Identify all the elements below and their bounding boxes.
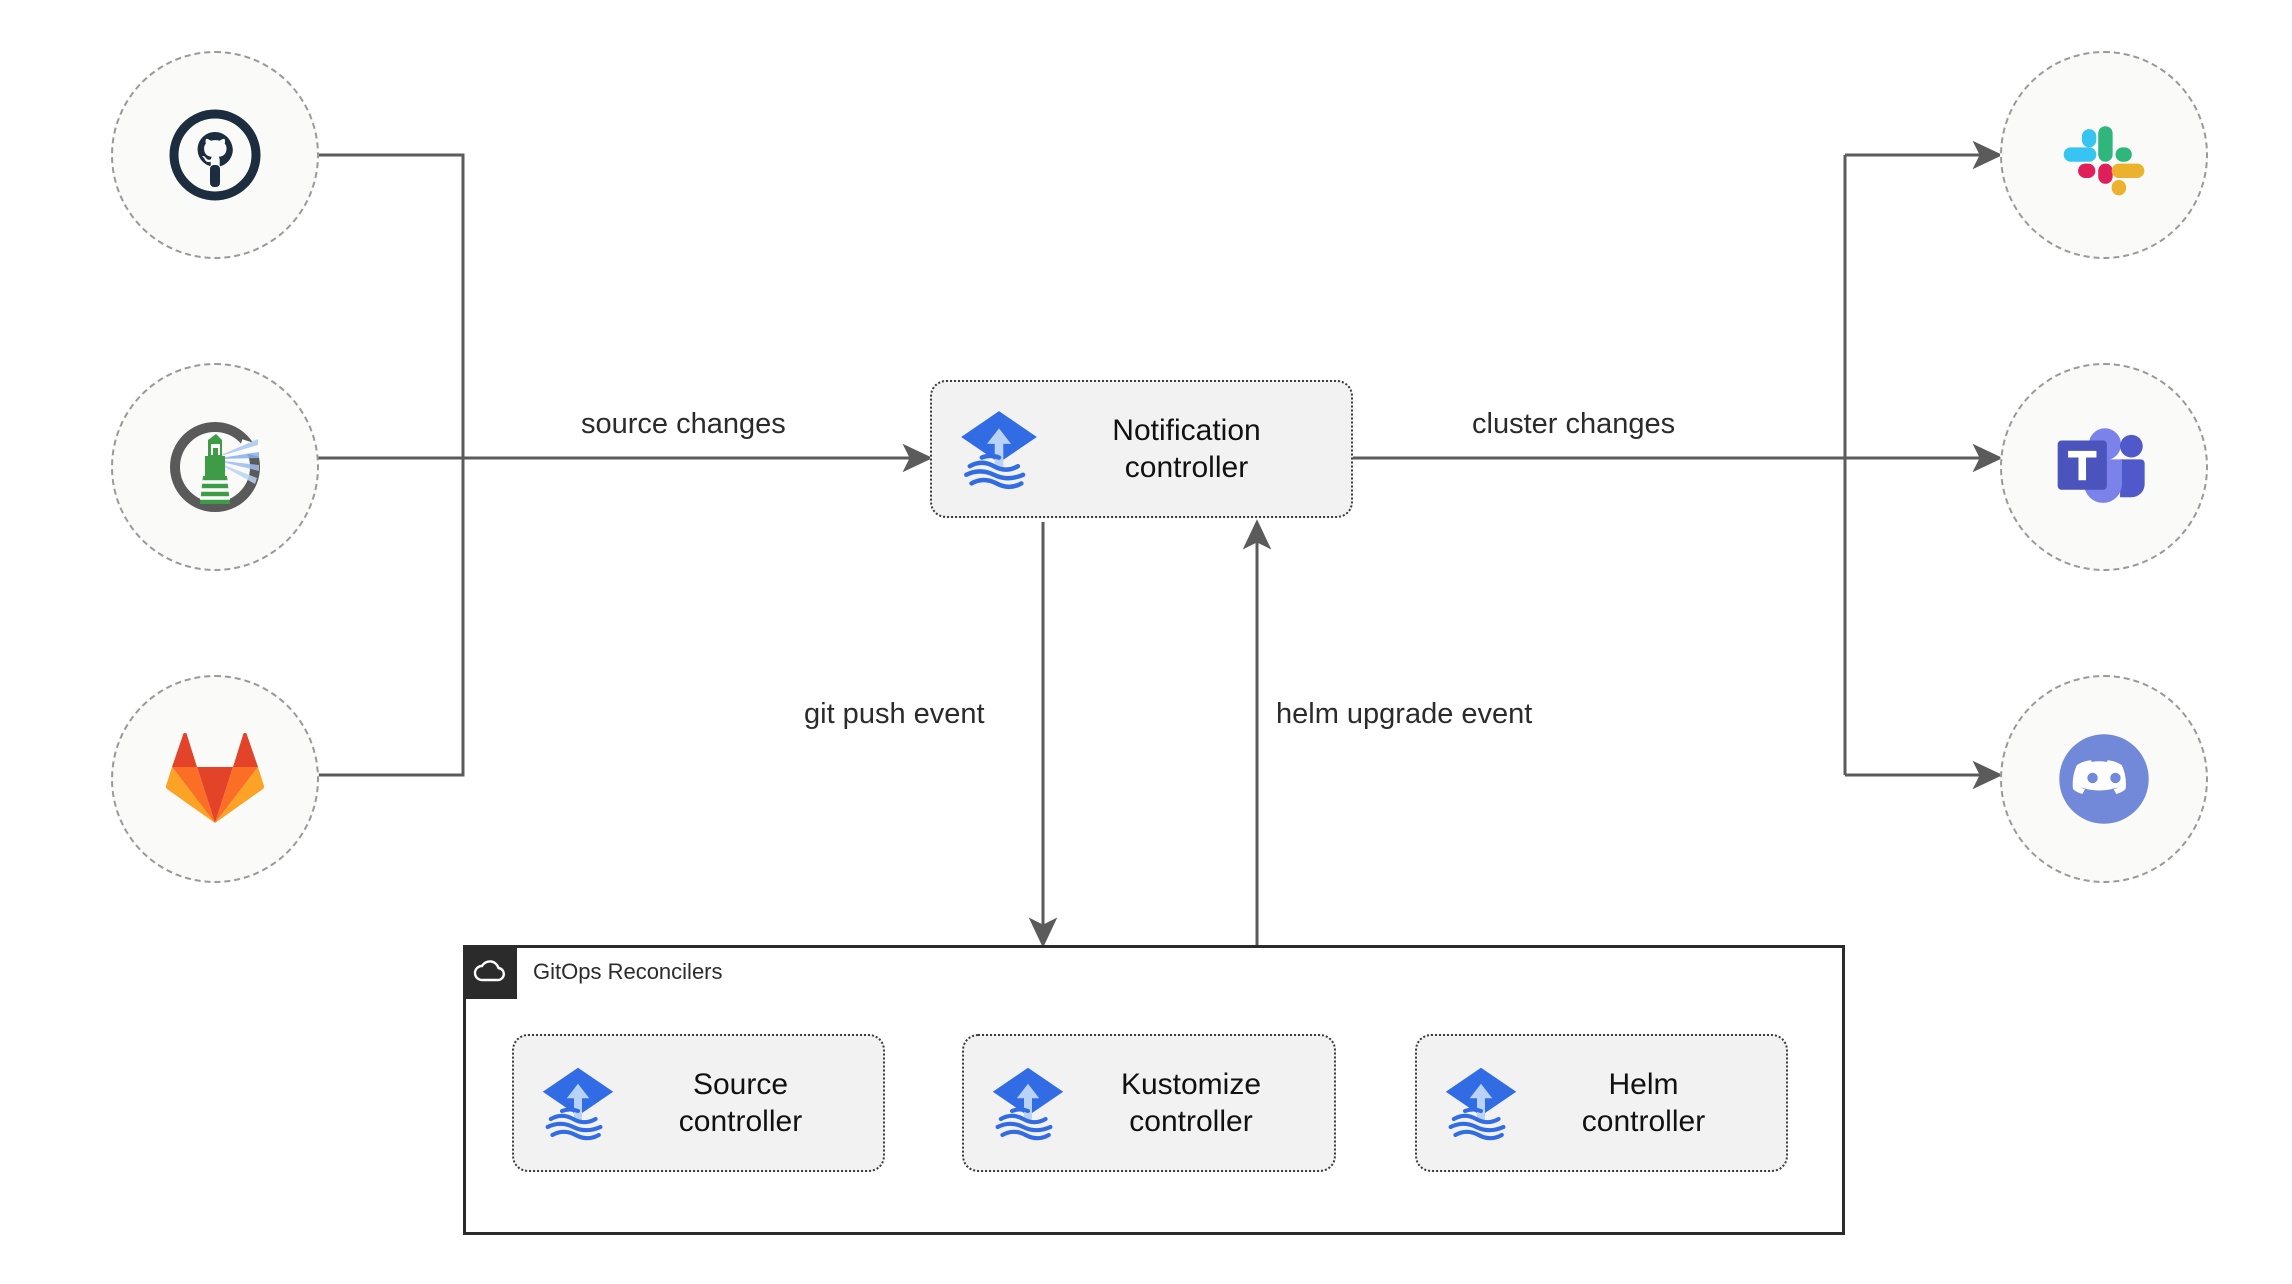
destination-node-discord[interactable] bbox=[2000, 675, 2208, 883]
discord-icon bbox=[2059, 734, 2149, 824]
flux-icon bbox=[1445, 1067, 1517, 1141]
notification-controller-card[interactable]: Notification controller bbox=[930, 380, 1353, 518]
notification-controller-label: Notification controller bbox=[1112, 413, 1261, 484]
source-node-gitlab[interactable] bbox=[111, 675, 319, 883]
edge-label-helm-upgrade-event: helm upgrade event bbox=[1276, 698, 1533, 730]
cloud-icon bbox=[473, 960, 505, 982]
kustomize-controller-label: Kustomize controller bbox=[1120, 1067, 1262, 1138]
edge-label-cluster-changes: cluster changes bbox=[1472, 408, 1676, 440]
lighthouse-icon bbox=[170, 422, 262, 512]
flux-icon bbox=[961, 411, 1037, 490]
edge-label-source-changes: source changes bbox=[581, 408, 786, 440]
gitlab-icon bbox=[165, 733, 265, 823]
source-node-github[interactable] bbox=[111, 51, 319, 259]
teams-icon bbox=[2057, 428, 2145, 503]
slack-icon bbox=[2063, 126, 2145, 196]
gitops-reconcilers-title: GitOps Reconcilers bbox=[533, 959, 723, 984]
gitops-reconcilers-header: GitOps Reconcilers bbox=[463, 945, 723, 999]
helm-controller-label: Helm controller bbox=[1581, 1067, 1706, 1138]
edge-label-git-push-event: git push event bbox=[804, 698, 985, 730]
helm-controller-card[interactable]: Helm controller bbox=[1415, 1034, 1788, 1172]
destination-node-teams[interactable] bbox=[2000, 363, 2208, 571]
source-controller-card[interactable]: Source controller bbox=[512, 1034, 885, 1172]
kustomize-controller-card[interactable]: Kustomize controller bbox=[962, 1034, 1336, 1172]
destination-node-slack[interactable] bbox=[2000, 51, 2208, 259]
flux-icon bbox=[992, 1067, 1064, 1141]
flux-icon bbox=[542, 1067, 614, 1141]
cloud-badge bbox=[463, 945, 517, 999]
source-controller-label: Source controller bbox=[678, 1067, 803, 1138]
source-node-container-registry[interactable] bbox=[111, 363, 319, 571]
github-icon bbox=[169, 109, 261, 201]
